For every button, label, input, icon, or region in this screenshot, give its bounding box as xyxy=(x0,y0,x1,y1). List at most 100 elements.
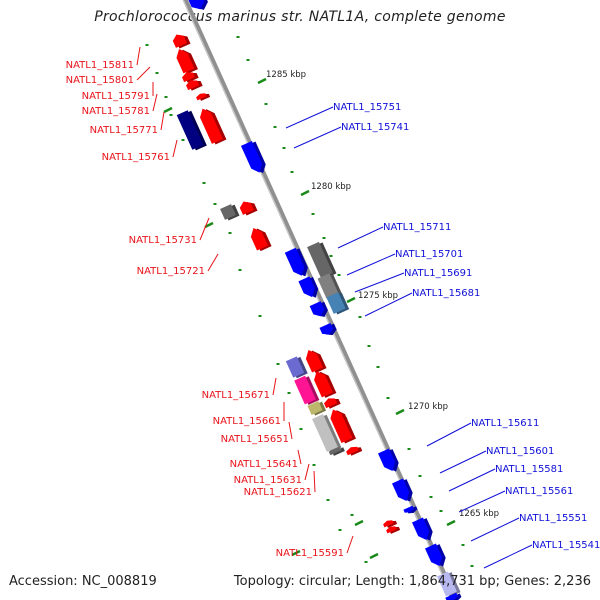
tick-mark xyxy=(418,475,422,477)
tick-mark xyxy=(236,36,240,38)
gene-body xyxy=(328,446,342,456)
gene-label-forward[interactable]: NATL1_15611 xyxy=(471,418,539,429)
gene-body xyxy=(386,526,397,534)
gene-label-forward[interactable]: NATL1_15561 xyxy=(505,486,573,497)
gene-label-reverse[interactable]: NATL1_15771 xyxy=(90,125,158,136)
gene-body xyxy=(172,34,187,48)
leader-line xyxy=(439,450,487,474)
gene-arrow-forward xyxy=(392,478,413,502)
gene-arrow-forward xyxy=(284,247,308,277)
tick-mark xyxy=(364,561,368,563)
gene-label-reverse[interactable]: NATL1_15801 xyxy=(66,75,134,86)
leader-line xyxy=(426,422,472,447)
gene-body xyxy=(403,505,414,513)
tick-mark xyxy=(386,397,390,399)
gene-label-forward[interactable]: NATL1_15601 xyxy=(486,446,554,457)
gene-label-forward[interactable]: NATL1_15541 xyxy=(532,540,600,551)
gene-box-steelblue xyxy=(326,292,350,315)
leader-line xyxy=(136,66,151,81)
gene-label-reverse[interactable]: NATL1_15781 xyxy=(82,106,150,117)
gene-body xyxy=(346,446,359,456)
scale-tick-label: 1275 kbp xyxy=(358,291,398,301)
tick-mark xyxy=(350,514,354,516)
gene-body xyxy=(445,592,458,600)
tick-mark xyxy=(273,126,277,128)
gene-label-forward[interactable]: NATL1_15701 xyxy=(395,249,463,260)
tick-mark xyxy=(238,269,242,271)
leader-line xyxy=(136,46,141,66)
gene-body xyxy=(309,301,325,317)
leader-line xyxy=(346,535,354,554)
gene-label-forward[interactable]: NATL1_15711 xyxy=(383,222,451,233)
gene-label-forward[interactable]: NATL1_15581 xyxy=(495,464,563,475)
gene-box-gray xyxy=(328,446,345,456)
gene-arrow-reverse xyxy=(383,520,398,528)
major-tick-mark xyxy=(446,519,456,527)
genome-backbone xyxy=(182,0,459,600)
gene-body xyxy=(239,201,254,215)
gene-body xyxy=(294,375,316,405)
gene-label-reverse[interactable]: NATL1_15811 xyxy=(66,60,134,71)
tick-mark xyxy=(312,464,316,466)
gene-label-reverse[interactable]: NATL1_15631 xyxy=(234,475,302,486)
leader-line xyxy=(354,272,405,293)
tick-mark xyxy=(155,72,159,74)
scale-tick-label: 1265 kbp xyxy=(459,509,499,519)
gene-arrow-reverse xyxy=(346,446,363,456)
leader-line xyxy=(285,106,334,129)
gene-arrow-forward xyxy=(240,140,266,174)
gene-label-reverse[interactable]: NATL1_15621 xyxy=(244,487,312,498)
tick-mark xyxy=(287,392,291,394)
gene-label-forward[interactable]: NATL1_15691 xyxy=(404,268,472,279)
gene-box-gray xyxy=(220,204,240,221)
gene-body xyxy=(220,204,236,220)
tick-mark xyxy=(291,549,301,557)
gene-label-reverse[interactable]: NATL1_15791 xyxy=(82,91,150,102)
gene-label-forward[interactable]: NATL1_15741 xyxy=(341,122,409,133)
tick-mark xyxy=(164,96,168,98)
gene-box-gray xyxy=(307,241,337,279)
leader-line xyxy=(448,468,496,492)
gene-body xyxy=(250,227,268,251)
leader-line xyxy=(160,111,165,131)
leader-line xyxy=(207,253,219,272)
scale-tick-label: 1285 kbp xyxy=(266,70,306,80)
gene-label-reverse[interactable]: NATL1_15671 xyxy=(202,390,270,401)
tick-mark xyxy=(407,448,411,450)
gene-label-forward[interactable]: NATL1_15681 xyxy=(412,288,480,299)
gene-arrow-reverse xyxy=(182,72,199,83)
gene-label-reverse[interactable]: NATL1_15721 xyxy=(137,266,205,277)
gene-label-reverse[interactable]: NATL1_15591 xyxy=(276,548,344,559)
gene-label-reverse[interactable]: NATL1_15641 xyxy=(230,459,298,470)
gene-label-reverse[interactable]: NATL1_15761 xyxy=(102,152,170,163)
tick-mark xyxy=(311,213,315,215)
tick-mark xyxy=(202,182,206,184)
gene-body xyxy=(319,322,334,335)
leader-line xyxy=(470,517,520,542)
tick-mark xyxy=(329,255,333,257)
gene-arrow-forward xyxy=(298,276,319,298)
gene-arrow-reverse xyxy=(172,34,191,49)
gene-arrow-reverse xyxy=(250,227,272,252)
gene-label-reverse[interactable]: NATL1_15651 xyxy=(221,434,289,445)
scale-tick-label: 1270 kbp xyxy=(408,402,448,412)
tick-mark xyxy=(163,106,173,114)
gene-arrow-forward xyxy=(187,0,208,10)
leader-line xyxy=(458,490,506,513)
gene-body xyxy=(284,247,305,276)
gene-body xyxy=(298,276,315,298)
gene-body xyxy=(326,292,346,314)
gene-arrow-reverse xyxy=(314,371,337,398)
gene-box-navy xyxy=(176,110,207,151)
major-tick-mark xyxy=(395,408,405,416)
genome-backbone-highlight xyxy=(182,0,455,600)
gene-arrow-reverse xyxy=(305,349,327,374)
gene-label-forward[interactable]: NATL1_15751 xyxy=(333,102,401,113)
gene-body xyxy=(383,520,394,528)
gene-label-reverse[interactable]: NATL1_15731 xyxy=(129,235,197,246)
gene-label-reverse[interactable]: NATL1_15661 xyxy=(213,416,281,427)
tick-mark xyxy=(264,103,268,105)
gene-label-forward[interactable]: NATL1_15551 xyxy=(519,513,587,524)
gene-body xyxy=(186,80,200,91)
gene-arrow-reverse xyxy=(186,80,203,91)
